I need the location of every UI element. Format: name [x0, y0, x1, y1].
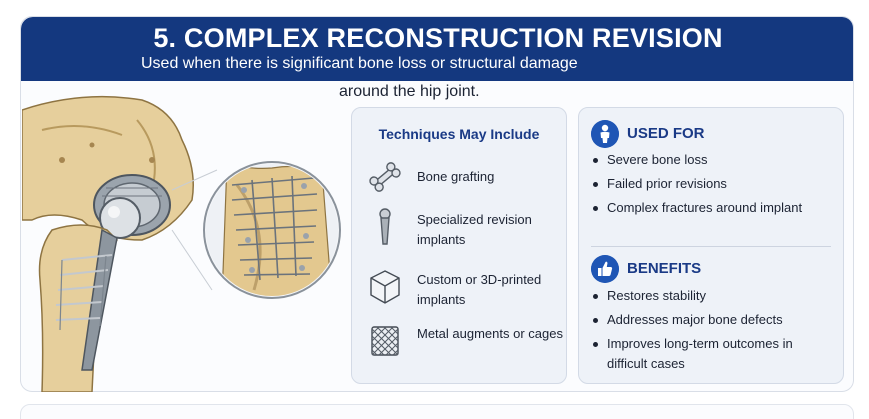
- technique-item: Bone grafting: [368, 158, 564, 202]
- technique-item: Specialized revision implants: [368, 208, 564, 252]
- person-icon: [591, 120, 619, 148]
- benefits-list: Restores stability Addresses major bone …: [593, 286, 833, 378]
- list-item: Complex fractures around implant: [593, 198, 833, 218]
- list-item: Improves long-term outcomes in difficult…: [593, 334, 833, 374]
- mesh-cage-icon: [371, 326, 399, 356]
- list-item: Failed prior revisions: [593, 174, 833, 194]
- techniques-title: Techniques May Include: [378, 126, 540, 142]
- list-item: Addresses major bone defects: [593, 310, 833, 330]
- list-item: Restores stability: [593, 286, 833, 306]
- hip-revision-illustration: [22, 95, 341, 392]
- technique-label: Bone grafting: [417, 169, 495, 184]
- header-banner: 5. COMPLEX RECONSTRUCTION REVISION Used …: [21, 17, 853, 81]
- section-divider: [591, 246, 831, 247]
- technique-label: Metal augments or cages: [417, 326, 563, 341]
- cube-icon: [370, 270, 400, 304]
- next-card-edge: [20, 404, 854, 419]
- techniques-panel: Techniques May Include Bone grafting Spe…: [351, 107, 567, 384]
- thumbs-up-icon: [591, 255, 619, 283]
- bone-icon: [369, 162, 401, 192]
- technique-label: Custom or 3D-printed implants: [417, 272, 542, 307]
- benefits-title: BENEFITS: [627, 260, 702, 277]
- list-item: Severe bone loss: [593, 150, 833, 170]
- technique-label: Specialized revision implants: [417, 212, 532, 247]
- used-for-title: USED FOR: [627, 125, 705, 142]
- page-subtitle-line1: Used when there is significant bone loss…: [141, 55, 578, 72]
- page-subtitle-line2: around the hip joint.: [339, 83, 480, 100]
- used-for-list: Severe bone loss Failed prior revisions …: [593, 150, 833, 222]
- used-for-header: USED FOR: [591, 120, 831, 150]
- page-title: 5. COMPLEX RECONSTRUCTION REVISION: [153, 23, 723, 53]
- technique-item: Custom or 3D-printed implants: [368, 268, 564, 312]
- benefits-header: BENEFITS: [591, 255, 831, 285]
- implant-stem-icon: [379, 208, 391, 245]
- details-panel: USED FOR Severe bone loss Failed prior r…: [578, 107, 844, 384]
- technique-item: Metal augments or cages: [368, 322, 564, 366]
